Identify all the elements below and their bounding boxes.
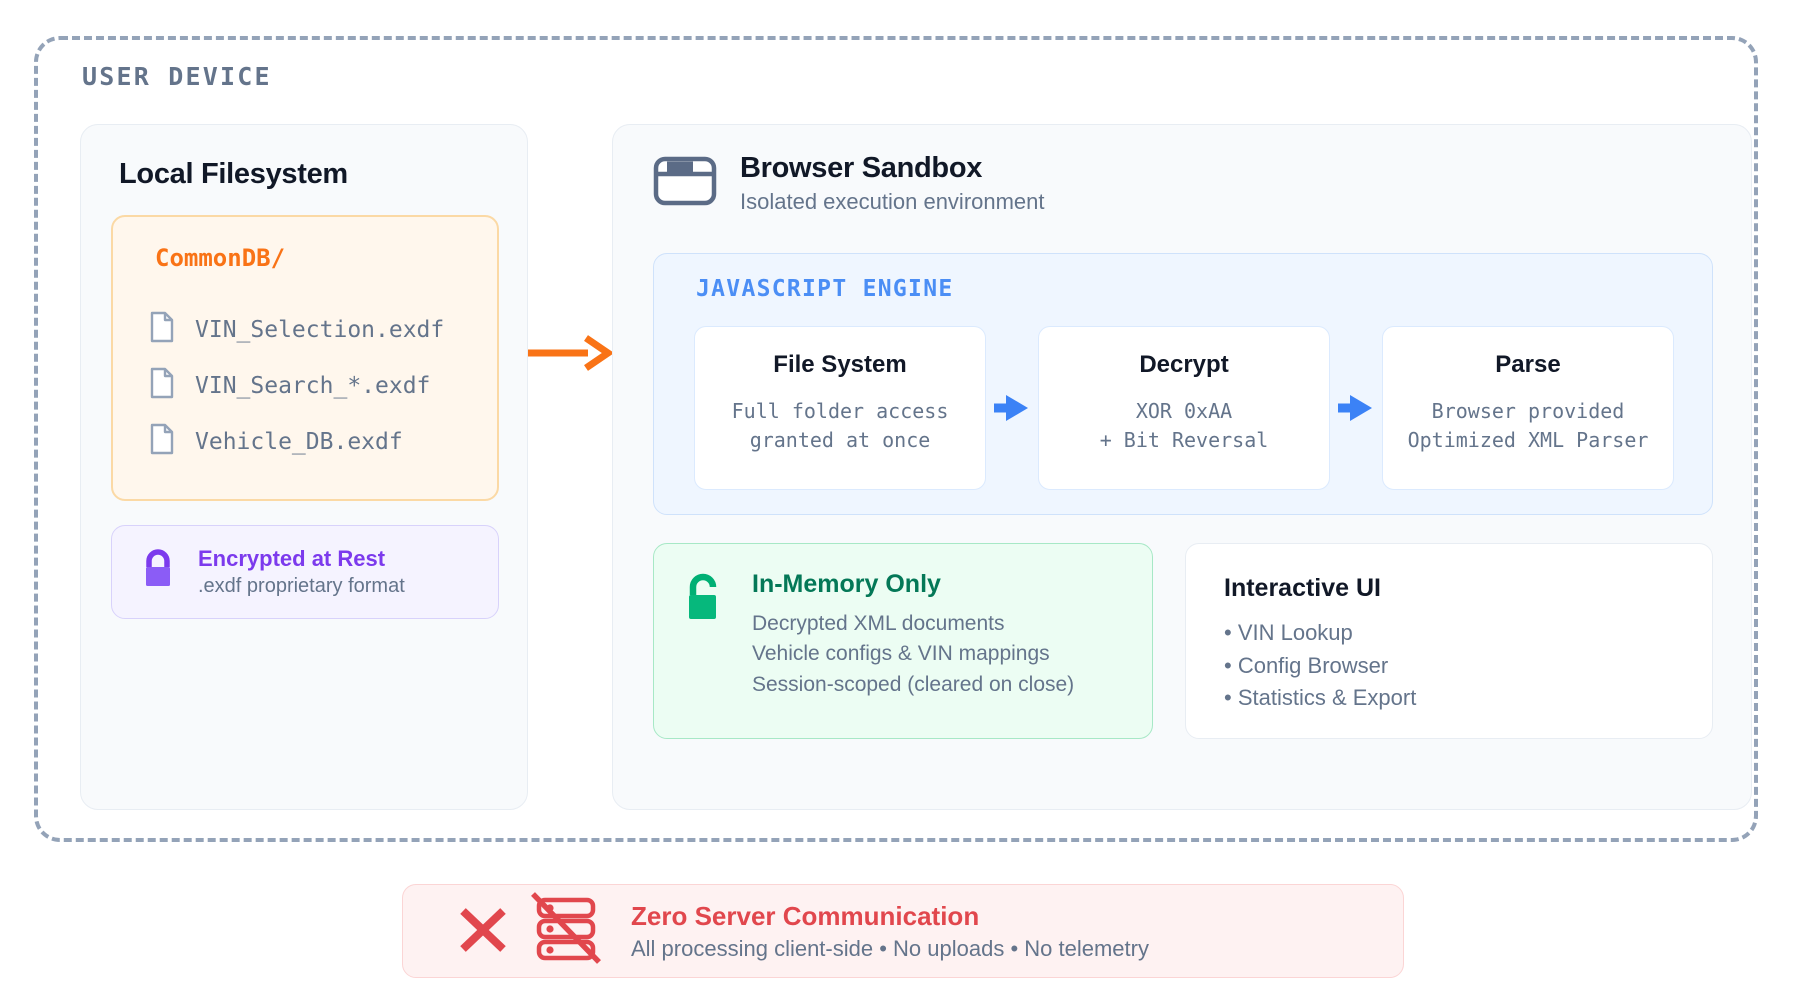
stage-body: Browser provided Optimized XML Parser: [1407, 399, 1649, 452]
processing-pipeline: File System Full folder access granted a…: [694, 326, 1674, 490]
x-mark-icon: [455, 901, 511, 962]
browser-window-icon: [653, 153, 717, 214]
in-memory-only-card: In-Memory Only Decrypted XML documents V…: [653, 543, 1153, 739]
in-memory-line: Session-scoped (cleared on close): [752, 672, 1075, 696]
local-filesystem-title: Local Filesystem: [119, 158, 348, 190]
file-list-item[interactable]: VIN_Selection.exdf: [149, 311, 444, 348]
javascript-engine-label: JAVASCRIPT ENGINE: [696, 276, 954, 302]
local-filesystem-panel: Local Filesystem CommonDB/ VIN_Selection…: [80, 124, 528, 810]
file-name: VIN_Selection.exdf: [195, 316, 445, 343]
lock-open-icon: [680, 570, 728, 738]
browser-sandbox-header: Browser Sandbox Isolated execution envir…: [653, 152, 1045, 215]
pipeline-stage-file-system[interactable]: File System Full folder access granted a…: [694, 326, 986, 490]
encrypted-at-rest-card: Encrypted at Rest .exdf proprietary form…: [111, 525, 499, 619]
in-memory-title: In-Memory Only: [752, 570, 941, 598]
stage-title: Parse: [1495, 351, 1561, 378]
user-device-frame: [34, 36, 1758, 842]
encrypted-title: Encrypted at Rest: [198, 546, 386, 571]
file-list-item[interactable]: VIN_Search_*.exdf: [149, 367, 430, 404]
file-icon: [149, 423, 175, 460]
stage-body: Full folder access granted at once: [731, 399, 949, 452]
pipeline-stage-parse[interactable]: Parse Browser provided Optimized XML Par…: [1382, 326, 1674, 490]
pipeline-arrow-icon: [986, 393, 1038, 423]
banner-subtitle: All processing client-side • No uploads …: [631, 935, 1149, 961]
interactive-ui-item[interactable]: • Statistics & Export: [1224, 685, 1417, 711]
in-memory-line: Vehicle configs & VIN mappings: [752, 642, 1050, 666]
stage-body: XOR 0xAA + Bit Reversal: [1099, 399, 1269, 452]
file-list-item[interactable]: Vehicle_DB.exdf: [149, 423, 403, 460]
pipeline-arrow-icon: [1330, 393, 1382, 423]
browser-sandbox-title: Browser Sandbox: [740, 152, 983, 184]
file-name: Vehicle_DB.exdf: [195, 428, 403, 455]
server-blocked-icon: [527, 891, 605, 971]
lock-closed-icon: [138, 548, 178, 597]
in-memory-line: Decrypted XML documents: [752, 612, 1005, 635]
user-device-label: USER DEVICE: [82, 62, 272, 91]
file-name: VIN_Search_*.exdf: [195, 372, 431, 399]
banner-title: Zero Server Communication: [631, 900, 980, 931]
pipeline-stage-decrypt[interactable]: Decrypt XOR 0xAA + Bit Reversal: [1038, 326, 1330, 490]
stage-title: File System: [773, 351, 907, 378]
interactive-ui-title: Interactive UI: [1224, 574, 1382, 602]
encrypted-subtitle: .exdf proprietary format: [198, 575, 405, 597]
zero-server-communication-banner: Zero Server Communication All processing…: [402, 884, 1404, 978]
file-icon: [149, 367, 175, 404]
interactive-ui-card: Interactive UI • VIN Lookup • Config Bro…: [1185, 543, 1713, 739]
javascript-engine-panel: JAVASCRIPT ENGINE File System Full folde…: [653, 253, 1713, 515]
interactive-ui-item[interactable]: • VIN Lookup: [1224, 620, 1353, 645]
commondb-folder-card: CommonDB/ VIN_Selection.exdf: [111, 215, 499, 501]
filesystem-to-sandbox-arrow: [528, 333, 616, 373]
browser-sandbox-subtitle: Isolated execution environment: [740, 189, 1045, 214]
file-icon: [149, 311, 175, 348]
interactive-ui-item[interactable]: • Config Browser: [1224, 652, 1389, 678]
stage-title: Decrypt: [1139, 351, 1229, 378]
browser-sandbox-panel: Browser Sandbox Isolated execution envir…: [612, 124, 1752, 810]
commondb-folder-name: CommonDB/: [155, 244, 286, 272]
